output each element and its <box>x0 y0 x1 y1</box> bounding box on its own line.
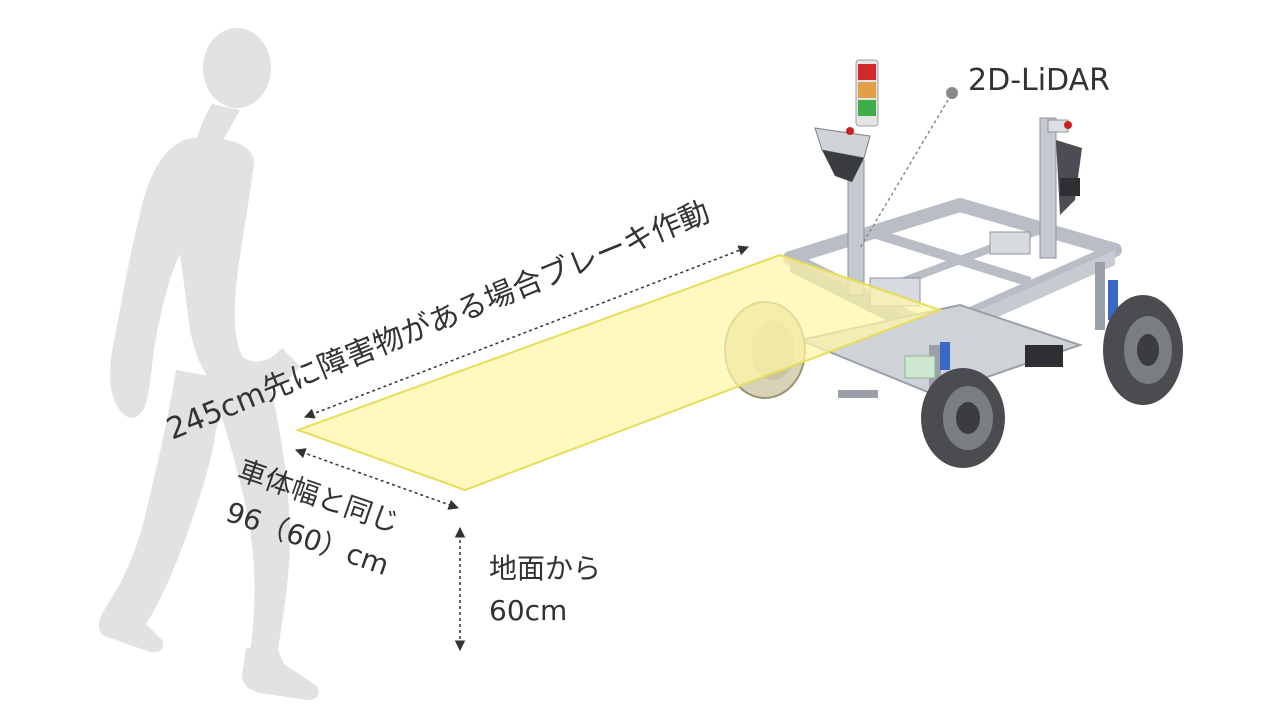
height-label-line2: 60cm <box>489 594 567 627</box>
sensor-leader-line <box>859 99 949 249</box>
sensor-leader-dot <box>946 87 958 99</box>
sensor-label: 2D-LiDAR <box>968 63 1110 98</box>
brake-distance-arrow <box>304 245 749 419</box>
height-label-line1: 地面から <box>489 552 601 585</box>
width-arrow <box>295 448 459 510</box>
walking-person-silhouette-icon <box>98 28 319 700</box>
lidar-detection-zone <box>295 253 943 492</box>
